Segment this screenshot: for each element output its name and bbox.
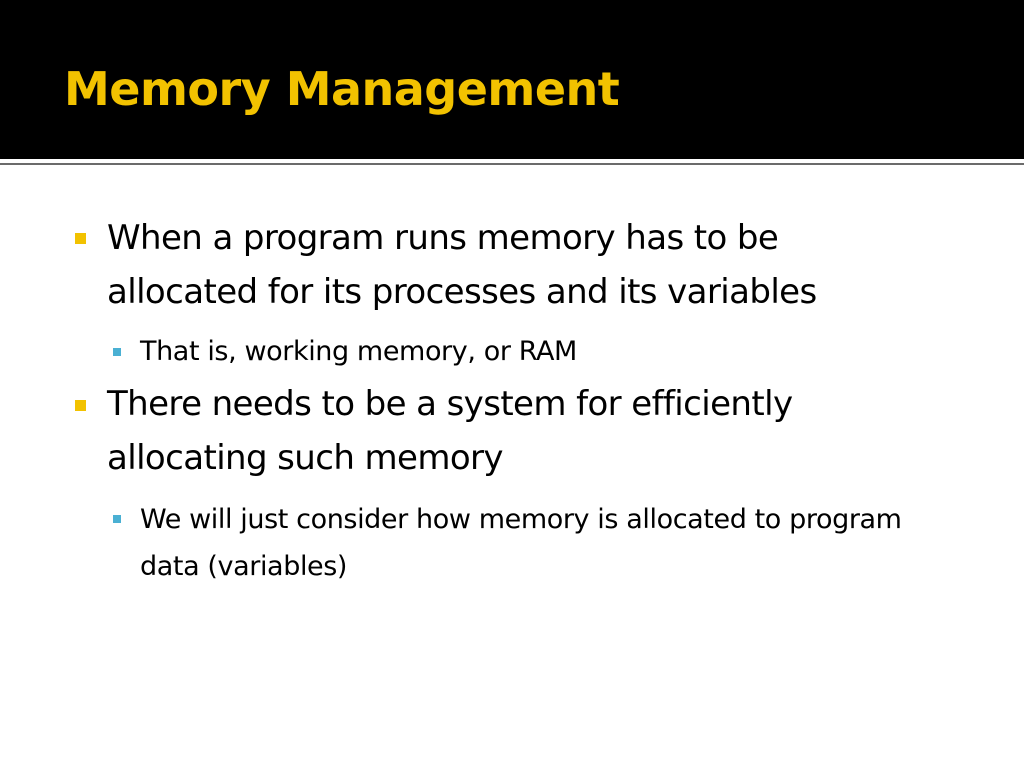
level2-bullet-marker [113, 515, 121, 523]
title-bar: Memory Management [0, 0, 1024, 159]
level2-bullet-marker [113, 348, 121, 356]
level1-bullet-marker [75, 400, 86, 411]
bullet-2: There needs to be a system for efficient… [107, 384, 793, 478]
sub-bullet-2: We will just consider how memory is allo… [140, 504, 902, 582]
sub-bullet-1: That is, working memory, or RAM [140, 336, 577, 367]
level1-bullet-marker [75, 233, 86, 244]
bullet-1: When a program runs memory has to be all… [107, 218, 817, 312]
title-divider [0, 163, 1024, 165]
slide-title: Memory Management [64, 62, 620, 116]
